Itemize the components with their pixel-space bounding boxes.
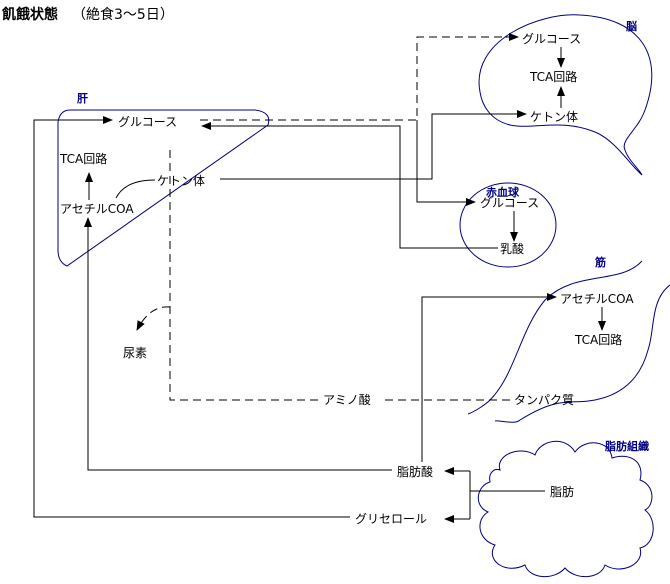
liver-acetyl-coa: アセチルCOA xyxy=(60,202,134,216)
muscle-label: 筋 xyxy=(594,255,606,269)
muscle-outline-right xyxy=(494,284,670,423)
amino-acid: アミノ酸 xyxy=(323,392,371,407)
curve-acetylcoa-to-ketone xyxy=(115,179,156,199)
urea: 尿素 xyxy=(123,346,147,360)
adipose-fat: 脂肪 xyxy=(550,484,574,499)
rbc-glucose: グルコース xyxy=(480,196,539,210)
liver-glucose: グルコース xyxy=(118,115,177,129)
line-liver-glucose-to-rbc xyxy=(416,120,476,206)
diagram-subtitle: （絶食3～5日） xyxy=(72,6,174,23)
liver-label: 肝 xyxy=(77,92,88,105)
adipose-label: 脂肪組織 xyxy=(604,439,649,453)
line-lactate-to-liver-glucose xyxy=(201,122,498,249)
rbc-lactate: 乳酸 xyxy=(500,241,524,256)
brain-tca-cycle: TCA回路 xyxy=(529,69,577,84)
line-glycerol-to-liver-glucose xyxy=(33,116,350,518)
brain-glucose: グルコース xyxy=(522,32,581,46)
liver-ketone-bodies: ケトン体 xyxy=(157,174,205,188)
line-fattyacid-to-liver-acetylcoa xyxy=(84,217,392,471)
rbc-label: 赤血球 xyxy=(486,185,520,199)
diagram-title: 飢餓状態 xyxy=(1,6,58,23)
liver-outline xyxy=(57,109,270,267)
fatty-acid: 脂肪酸 xyxy=(397,464,433,479)
brain-outline xyxy=(478,14,653,176)
liver-tca-cycle: TCA回路 xyxy=(59,151,107,166)
muscle-protein: タンパク質 xyxy=(514,392,574,407)
dashed-liver-glucose-to-brain xyxy=(200,36,518,121)
dashed-aminoacid-to-liver xyxy=(169,150,318,401)
muscle-tca-cycle: TCA回路 xyxy=(574,332,622,347)
muscle-outline xyxy=(467,260,643,415)
glycerol: グリセロール xyxy=(355,512,427,526)
line-fattyacid-to-muscle-acetylcoa xyxy=(421,293,557,462)
muscle-acetyl-coa: アセチルCOA xyxy=(560,292,634,306)
brain-label: 脳 xyxy=(626,20,637,33)
dashed-aminoacid-to-urea xyxy=(136,306,171,331)
adipose-outline xyxy=(477,441,654,578)
brain-ketone-bodies: ケトン体 xyxy=(530,110,578,124)
line-ketone-to-brain xyxy=(220,110,527,180)
rbc-outline xyxy=(459,182,557,268)
